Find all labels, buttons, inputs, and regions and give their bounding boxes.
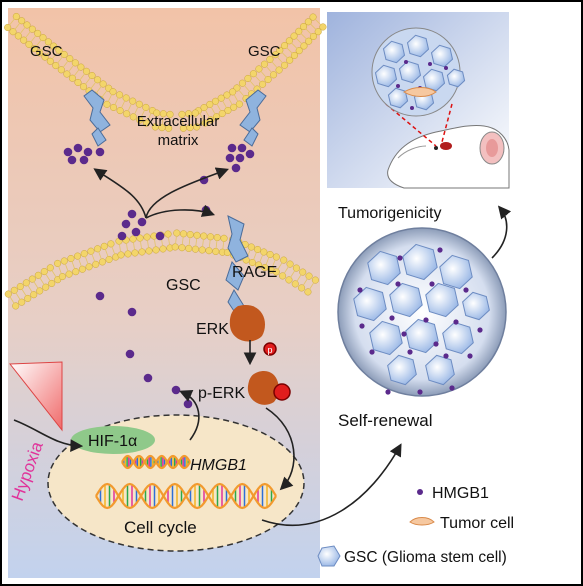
legend: HMGB1 Tumor cell GSC (Glioma stem cell) xyxy=(317,485,514,567)
gsc-cell-icon xyxy=(317,545,341,567)
receptor-icon xyxy=(239,89,267,147)
magnifier-circle-icon xyxy=(371,27,466,147)
label-erk: ERK xyxy=(196,321,229,338)
membranes xyxy=(4,12,327,310)
phospho-circle-1 xyxy=(263,342,277,356)
membrane-top-right xyxy=(178,13,327,132)
dna-icon xyxy=(95,482,277,510)
hmgb1-dots xyxy=(63,143,255,409)
label-tumorigenicity: Tumorigenicity xyxy=(338,205,441,222)
receptor-icon xyxy=(83,89,111,147)
phospho-label: p xyxy=(267,345,272,355)
label-p-erk: p-ERK xyxy=(198,385,245,402)
membrane-middle xyxy=(4,229,319,310)
label-hif: HIF-1α xyxy=(88,433,137,450)
p-erk-blob xyxy=(247,371,279,405)
label-hmgb1-gene: HMGB1 xyxy=(190,457,247,474)
phospho-circle-2 xyxy=(273,383,291,401)
arrow-to-tumorigenicity xyxy=(491,205,512,259)
label-rage: RAGE xyxy=(232,264,277,281)
gsc-cells xyxy=(353,243,490,386)
label-gsc-middle: GSC xyxy=(166,277,201,294)
legend-gsc-label: GSC (Glioma stem cell) xyxy=(344,549,507,566)
label-gsc-top-right: GSC xyxy=(248,43,281,60)
tumor-cell-icon xyxy=(409,517,435,526)
sphere-hmgb1-dots xyxy=(357,247,483,395)
label-gsc-top-left: GSC xyxy=(30,43,63,60)
pathway-arrows xyxy=(13,167,402,526)
label-self-renewal: Self-renewal xyxy=(338,411,433,430)
mouse-icon xyxy=(387,125,510,189)
label-cell-cycle: Cell cycle xyxy=(124,518,197,537)
erk-blob xyxy=(229,304,265,342)
legend-tumor-cell-label: Tumor cell xyxy=(440,515,514,532)
label-extracellular: Extracellular xyxy=(137,113,220,130)
label-matrix: matrix xyxy=(158,132,199,149)
hif-blob xyxy=(71,426,155,454)
hypoxia-triangle xyxy=(8,361,63,432)
legend-hmgb1-label: HMGB1 xyxy=(432,485,489,502)
dna-icon xyxy=(121,454,191,470)
legend-hmgb1-dot xyxy=(417,489,423,495)
